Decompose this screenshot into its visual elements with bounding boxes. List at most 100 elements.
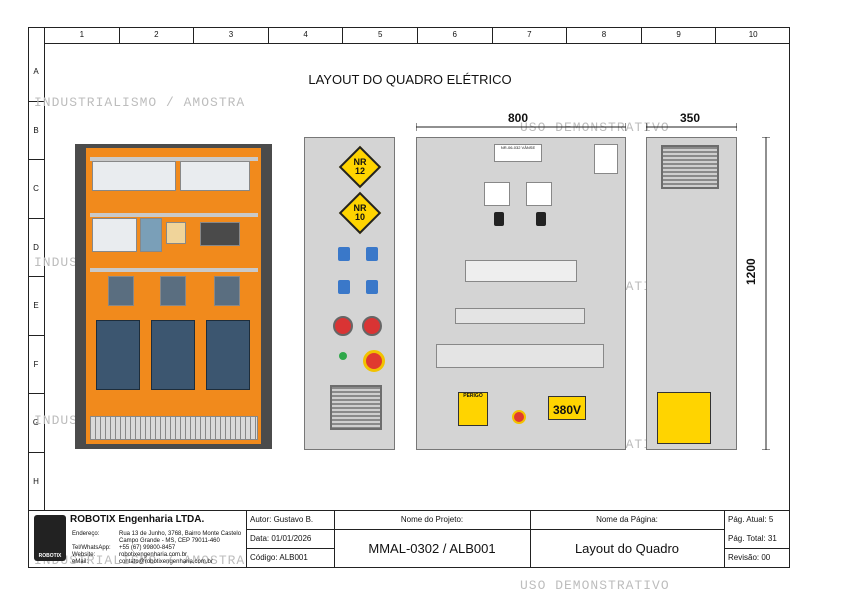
selector-switch [536,212,546,226]
nr12-text: NR 12 [353,157,367,176]
motor-breaker [108,276,134,306]
project-cell [334,510,530,568]
contact-values: Rua 13 de Junho, 3768, Bairro Monte Cast… [119,531,243,566]
column-label: 1 [44,27,119,43]
company-phone: +55 (67) 99800-8457 [119,545,176,551]
row-label: H [28,451,44,511]
column-label: 10 [715,27,790,43]
pushbutton-blue [366,280,378,294]
pushbutton-row [465,260,577,282]
column-label: 7 [491,27,567,43]
ventilation-louver [330,385,382,430]
door-nameplate: NR-06-032 VÂNSE [494,144,542,162]
column-label: 8 [566,27,641,43]
selector-row [455,308,585,324]
breaker-block [92,161,176,191]
din-rail [90,157,258,161]
company-logo-text: ROBOTIX [38,553,62,559]
indicator-row [436,344,604,368]
column-label: 4 [267,27,343,43]
row-label: E [28,276,44,335]
divider [246,529,334,530]
relay-block [180,161,250,191]
divider [334,529,724,530]
power-supply [200,222,240,246]
selector-switch [333,316,353,336]
selector-switch [494,212,504,226]
pushbutton-blue [366,247,378,261]
page-name-cell [530,510,724,568]
row-label: B [28,100,44,160]
indicator-light [339,352,347,360]
depth-dimension-line [646,123,737,131]
ventilation-louver [661,145,719,189]
column-label: 3 [193,27,268,43]
width-dimension-line [416,123,626,131]
pushbutton-blue [338,280,350,294]
company-website: robotixengenharia.com.br [119,552,188,558]
height-dimension: 1200 [744,258,758,285]
height-dimension-line [762,137,770,450]
page-name-label: Nome da Página: [596,515,658,524]
row-label: C [28,159,44,218]
din-rail [90,213,258,217]
row-label: D [28,217,44,277]
din-rail [90,268,258,272]
revision: Revisão: 00 [728,553,771,562]
company-email: contato@robotixengenharia.com.br [119,559,213,565]
watermark: INDUSTRIALISMO / AMOSTRA [34,95,246,110]
project-label: Nome do Projeto: [400,515,464,524]
column-label: 6 [416,27,492,43]
watermark: USO DEMONSTRATIVO [520,578,670,593]
pushbutton-blue [338,247,350,261]
contact-labels: Endereço: Tel/WhatsApp: Website: eMail: [72,531,111,566]
page-name: Layout do Quadro [574,541,680,556]
company-logo [34,515,66,561]
row-label: A [33,67,39,77]
vfd-drive [96,320,140,390]
address-label: Endereço: [72,531,100,537]
emergency-stop-button [363,350,385,372]
watermark: INDUSTRIALISMO / AMOSTRA [34,553,246,568]
divider [246,548,334,549]
row-ruler: A B C D E F G H [28,43,45,510]
vfd-drive [206,320,250,390]
column-label: 9 [640,27,716,43]
voltage-sign: 380V [548,396,586,420]
author: Autor: Gustavo B. [250,515,314,524]
total-pages: Pág. Total: 31 [728,534,777,543]
row-label: F [28,334,44,394]
logo-plate [594,144,618,174]
drawing-frame [28,27,790,568]
depth-dimension: 350 [680,111,701,125]
company-name: ROBOTIX Engenharia LTDA. [70,514,205,525]
column-ruler: 1 2 3 4 5 6 7 8 9 10 [44,27,790,44]
drawing-code: Código: ALB001 [250,553,308,562]
email-label: eMail: [72,559,89,565]
motor-breaker [160,276,186,306]
phone-label: Tel/WhatsApp: [72,545,111,551]
project-name: MMAL-0302 / ALB001 [368,541,496,556]
column-label: 5 [342,27,417,43]
contactor-block [92,218,137,252]
danger-sign: PERIGO [458,392,488,426]
title-block [28,510,790,569]
terminal-block-strip [90,416,258,440]
analog-meter [526,182,552,206]
selector-switch [362,316,382,336]
nr10-text: NR 10 [353,203,367,222]
warning-label [657,392,711,444]
relay-module [166,222,186,244]
website-label: Website: [72,552,96,558]
width-dimension: 800 [508,111,529,125]
plc-module [140,218,162,252]
date: Data: 01/01/2026 [250,534,312,543]
divider [724,548,790,549]
emergency-stop-button [512,410,526,424]
author-cell [246,510,334,568]
analog-meter [484,182,510,206]
row-label: G [28,393,44,452]
vfd-drive [151,320,195,390]
page-title: LAYOUT DO QUADRO ELÉTRICO [308,72,512,87]
current-page: Pág. Atual: 5 [728,515,774,524]
